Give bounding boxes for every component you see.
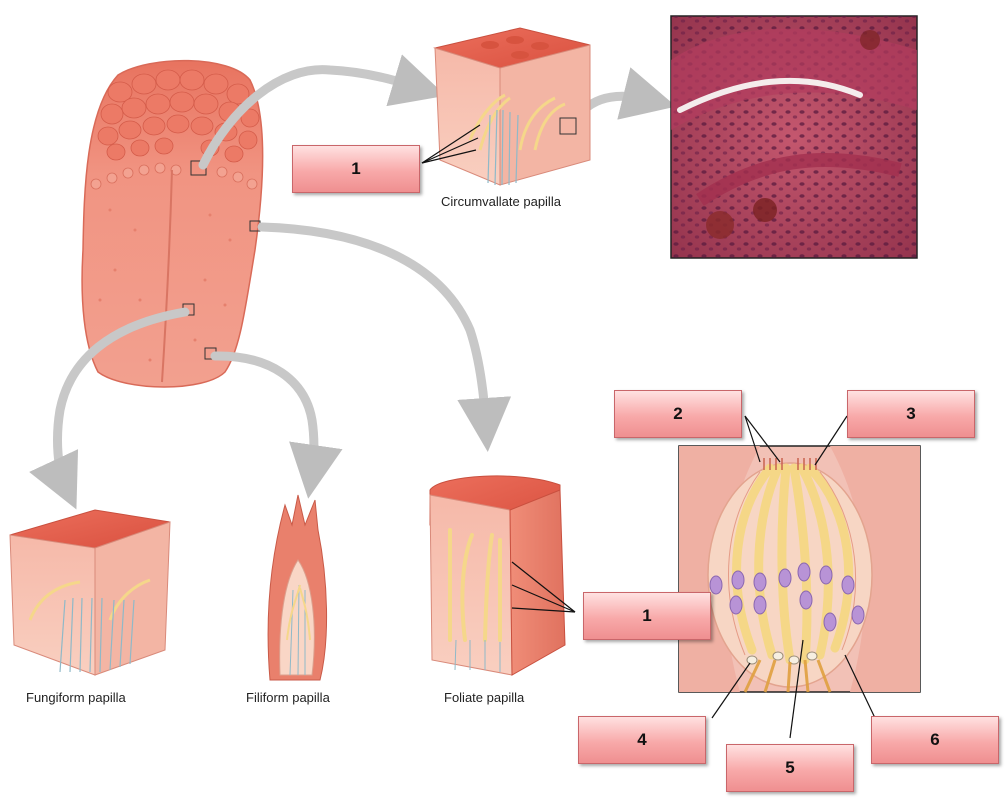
- taste-bud-detail: [678, 445, 921, 693]
- label-box-3[interactable]: 3: [847, 390, 975, 438]
- label-box-1-top[interactable]: 1: [292, 145, 420, 193]
- circumvallate-papilla-illustration: [433, 27, 591, 186]
- filiform-papilla-illustration: [267, 494, 328, 681]
- label-box-1-middle[interactable]: 1: [583, 592, 711, 640]
- label-box-6[interactable]: 6: [871, 716, 999, 764]
- caption-foliate: Foliate papilla: [444, 690, 525, 705]
- leader-lines: [421, 124, 876, 739]
- foliate-papilla-illustration: [429, 475, 566, 676]
- fungiform-papilla-illustration: [9, 509, 171, 676]
- label-box-4[interactable]: 4: [578, 716, 706, 764]
- label-box-2[interactable]: 2: [614, 390, 742, 438]
- histology-micrograph: [670, 15, 918, 259]
- connector-arrows: [29, 54, 677, 510]
- caption-filiform: Filiform papilla: [246, 690, 330, 705]
- caption-circumvallate: Circumvallate papilla: [441, 194, 561, 209]
- caption-fungiform: Fungiform papilla: [26, 690, 126, 705]
- label-box-5[interactable]: 5: [726, 744, 854, 792]
